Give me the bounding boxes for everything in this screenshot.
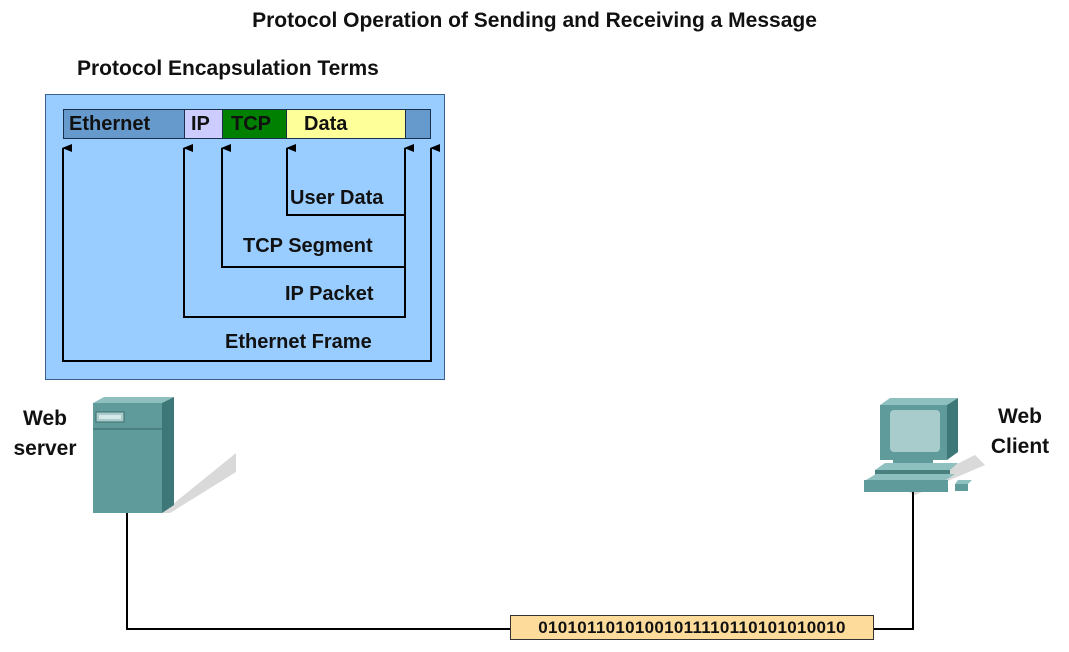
web-server-label-line2: server: [13, 437, 77, 460]
tcp-segment-label: TCP Segment: [243, 235, 373, 257]
web-server-label: Web server: [6, 404, 84, 464]
ethernet-header-segment: Ethernet: [64, 110, 185, 138]
ethernet-frame-bracket: [62, 144, 440, 362]
tcp-header-segment: TCP: [223, 110, 287, 138]
web-client-label-line2: Client: [990, 435, 1050, 458]
encapsulation-panel: Ethernet IP TCP Data User Data TCP Segme…: [45, 94, 445, 380]
ip-packet-label: IP Packet: [285, 283, 374, 305]
packet-header-bar: Ethernet IP TCP Data: [63, 109, 431, 139]
data-segment: Data: [287, 110, 406, 138]
ethernet-trailer-segment: [406, 110, 430, 138]
web-client-label-line1: Web: [998, 405, 1042, 428]
encapsulation-heading: Protocol Encapsulation Terms: [77, 57, 379, 80]
server-icon: [93, 397, 236, 513]
network-cable: [126, 492, 914, 630]
ip-header-segment: IP: [185, 110, 223, 138]
client-icon: [864, 398, 985, 495]
ethernet-frame-label: Ethernet Frame: [225, 331, 372, 353]
bitstream-box: 01010110101001011110110101010010: [510, 615, 874, 640]
ip-packet-bracket: [183, 144, 406, 318]
web-client-label: Web Client: [980, 402, 1060, 462]
user-data-label: User Data: [290, 187, 384, 209]
tcp-segment-bracket: [221, 144, 406, 268]
page-title: Protocol Operation of Sending and Receiv…: [252, 9, 817, 32]
web-server-label-line1: Web: [23, 407, 67, 430]
user-data-bracket: [286, 144, 414, 216]
